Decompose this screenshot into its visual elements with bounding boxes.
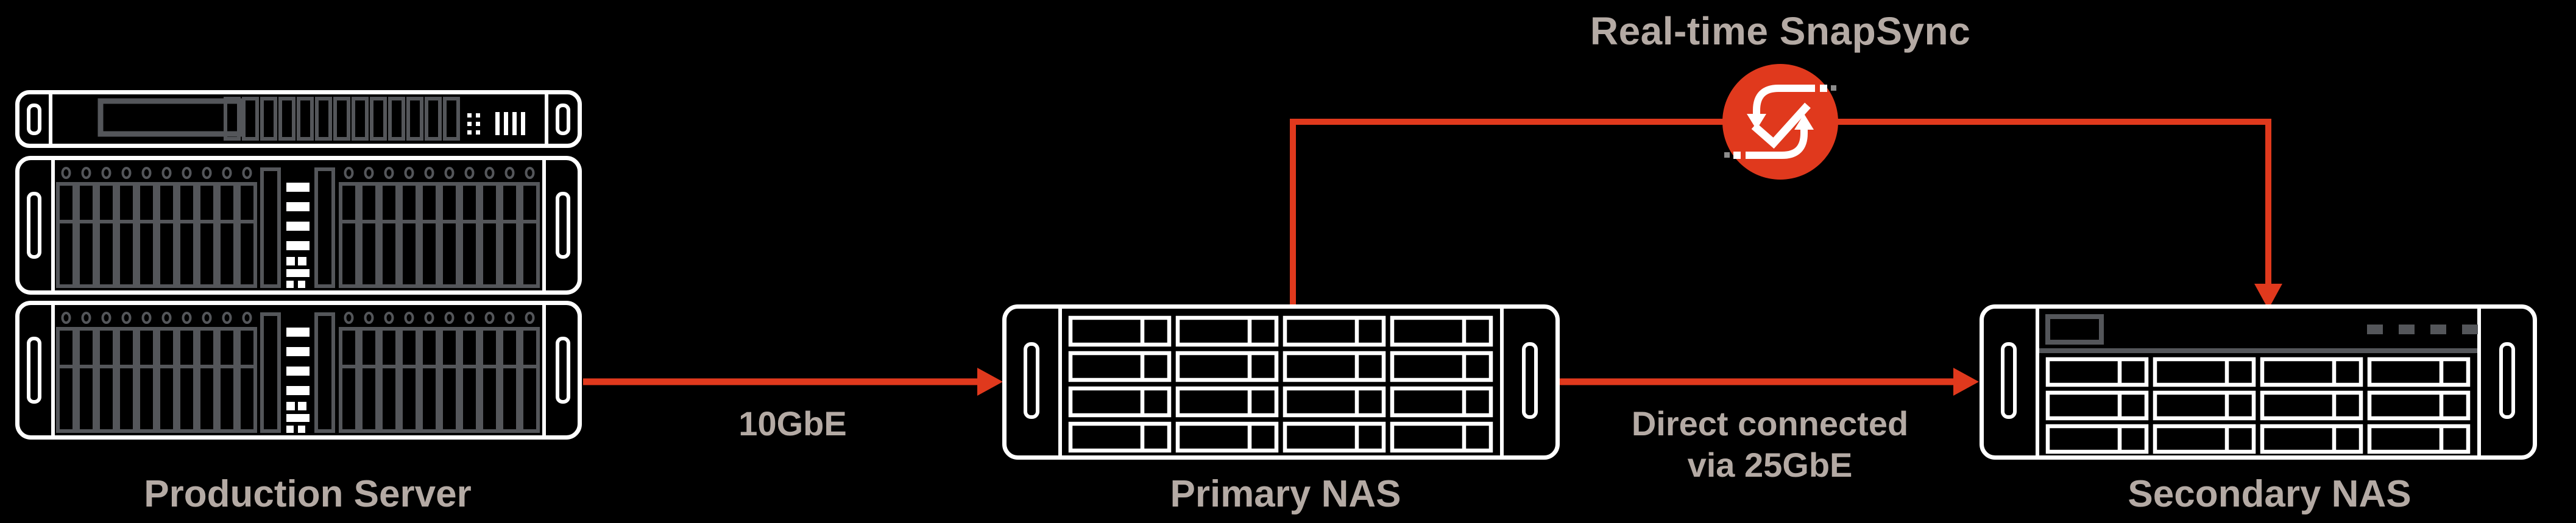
rack-unit-1u [15, 90, 582, 148]
primary-nas-label: Primary NAS [1170, 473, 1401, 515]
arrow-10gbe [583, 368, 1003, 396]
secondary-nas-label: Secondary NAS [2128, 473, 2411, 515]
production-server-graphic [15, 90, 582, 440]
rack-unit-2u-bottom [15, 301, 582, 440]
secondary-nas-graphic [1980, 304, 2537, 460]
rack-unit-2u-top [15, 156, 582, 295]
arrow-25gbe [1560, 368, 1979, 396]
sync-check-icon [1722, 64, 1838, 180]
link-label-25gbe-line2: via 25GbE [1687, 446, 1853, 484]
link-label-10gbe: 10GbE [738, 404, 847, 443]
production-server-label: Production Server [144, 473, 472, 515]
snapsync-title: Real-time SnapSync [1590, 9, 1971, 53]
primary-nas-graphic [1002, 304, 1560, 460]
link-label-25gbe: Direct connected via 25GbE [1632, 403, 1908, 486]
link-label-25gbe-line1: Direct connected [1631, 404, 1909, 443]
